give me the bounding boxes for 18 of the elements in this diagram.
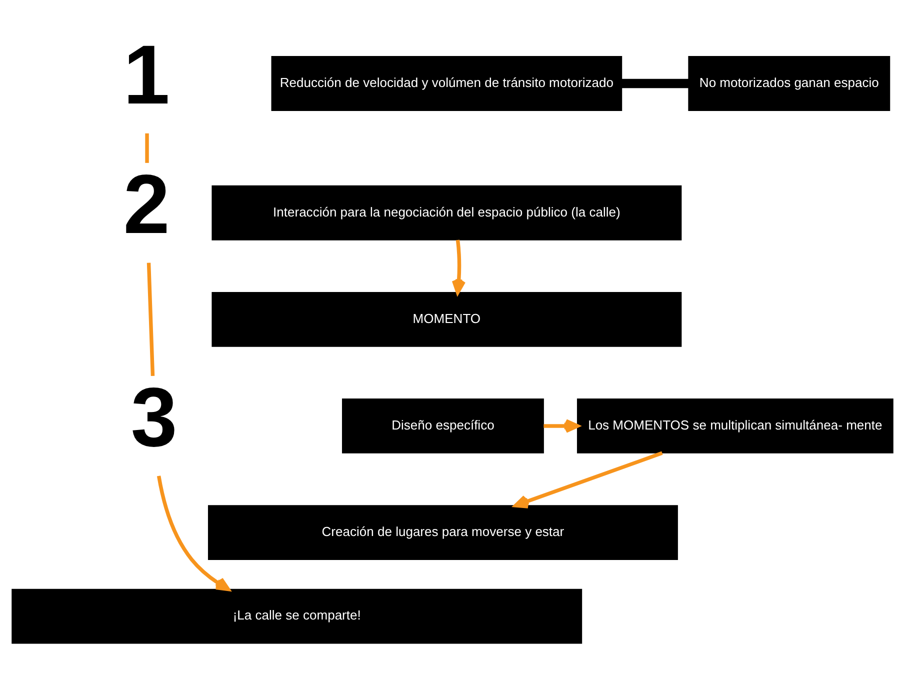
node-box: Creación de lugares para moverse y estar [208,504,678,560]
arrow [452,239,466,294]
node-box: Diseño específico [342,398,544,453]
node-box: No motorizados ganan espacio [688,56,890,110]
arrow [544,418,580,432]
node-box: Interacción para la negociación del espacio público (la calle) [212,184,682,240]
node-box: Reducción de velocidad y volúmen de tránsito motorizado [271,56,622,110]
node-box: Los MOMENTOS se multiplican simultánea- mente [576,398,894,453]
node-box: MOMENTO [212,291,682,346]
arrow [156,475,230,591]
connector [146,262,155,376]
node-text: 2 [123,156,170,250]
connector [622,78,689,88]
node-text: 1 [123,27,170,122]
node-text: 3 [130,369,178,464]
connector [145,132,149,162]
arrow [514,450,663,508]
node-box: ¡La calle se comparte! [12,588,582,644]
